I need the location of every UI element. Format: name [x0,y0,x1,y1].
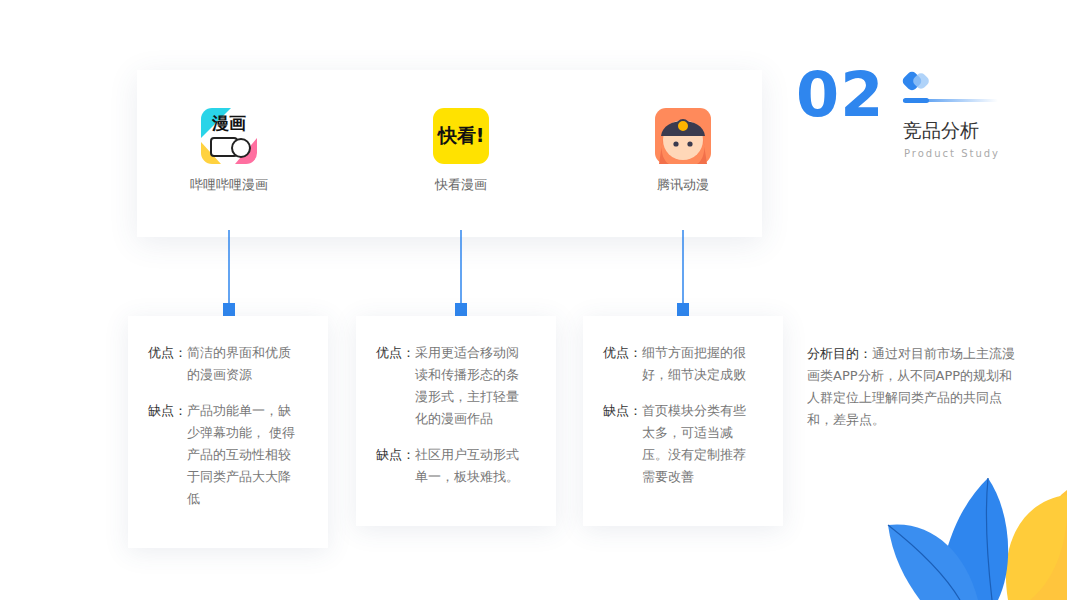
app-icon: 快看! [433,108,489,164]
title-ornament [900,70,1000,110]
connector [223,230,235,316]
card-row: 优点：简洁的界面和优质的漫画资源 [148,342,314,386]
card-row: 缺点：社区用户互动形式单一，板块难找。 [376,444,542,488]
leaf-illustration [880,470,1067,600]
connector [455,230,467,316]
card-label: 优点： [376,342,415,430]
card-label: 缺点： [148,400,187,510]
section-subtitle: Product Study [904,148,1000,159]
card-body: 简洁的界面和优质的漫画资源 [187,342,299,386]
card-row: 缺点：产品功能单一，缺少弹幕功能， 使得产品的互动性相较于同类产品大大降低 [148,400,314,510]
card-body: 社区用户互动形式单一，板块难找。 [415,444,527,488]
logo-text: 漫画 [201,112,257,135]
card-label: 优点： [148,342,187,386]
card-row: 缺点：首页模块分类有些太多，可适当减压。没有定制推荐需要改善 [603,400,769,488]
section-number: 02 [796,58,884,131]
app-item: 快看!快看漫画 [421,100,501,230]
card-body: 产品功能单一，缺少弹幕功能， 使得产品的互动性相较于同类产品大大降低 [187,400,299,510]
connector [677,230,689,316]
card-label: 优点： [603,342,642,386]
app-name: 哔哩哔哩漫画 [169,176,289,194]
app-name: 快看漫画 [401,176,521,194]
app-icon: 漫画 [201,108,257,164]
card-body: 首页模块分类有些太多，可适当减压。没有定制推荐需要改善 [642,400,754,488]
card-row: 优点：采用更适合移动阅读和传播形态的条漫形式，主打轻量化的漫画作品 [376,342,542,430]
logo-text: 快看! [433,123,489,149]
purpose-note: 分析目的：通过对目前市场上主流漫画类APP分析，从不同APP的规划和人群定位上理… [807,343,1015,431]
app-name: 腾讯动漫 [623,176,743,194]
card-label: 缺点： [376,444,415,488]
note-heading: 分析目的： [807,346,872,361]
card-label: 缺点： [603,400,642,488]
info-card: 优点：简洁的界面和优质的漫画资源缺点：产品功能单一，缺少弹幕功能， 使得产品的互… [128,316,328,548]
app-icon-art [655,108,711,164]
section-title: 竞品分析 [903,118,979,144]
info-card: 优点：采用更适合移动阅读和传播形态的条漫形式，主打轻量化的漫画作品缺点：社区用户… [356,316,556,526]
card-body: 采用更适合移动阅读和传播形态的条漫形式，主打轻量化的漫画作品 [415,342,527,430]
app-icon [655,108,711,164]
card-body: 细节方面把握的很好，细节决定成败 [642,342,754,386]
app-item: 漫画哔哩哔哩漫画 [189,100,269,230]
app-item: 腾讯动漫 [643,100,723,230]
card-row: 优点：细节方面把握的很好，细节决定成败 [603,342,769,386]
info-card: 优点：细节方面把握的很好，细节决定成败缺点：首页模块分类有些太多，可适当减压。没… [583,316,783,526]
